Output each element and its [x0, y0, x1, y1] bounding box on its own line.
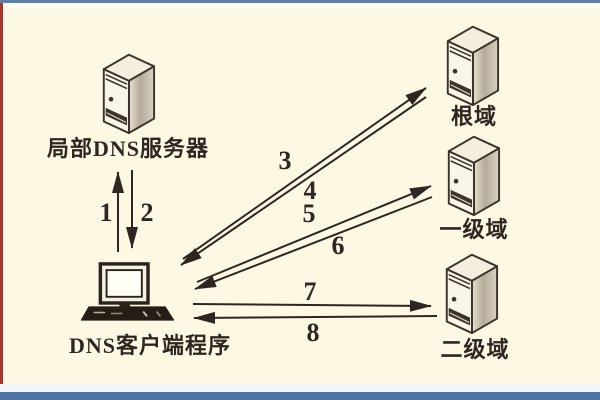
arrow-label-3: 3	[278, 146, 292, 175]
arrow-label-8: 8	[306, 318, 320, 347]
arrow-3	[182, 87, 427, 260]
arrow-label-1: 1	[99, 198, 113, 227]
bottom-blue-bar	[0, 392, 600, 400]
arrow-label-4: 4	[303, 176, 317, 205]
left-red-border	[0, 3, 3, 384]
dns-client-program-label: DNS客户端程序	[68, 333, 231, 358]
local-dns-server-label: 局部DNS服务器	[46, 136, 209, 161]
arrow-label-2: 2	[140, 198, 154, 227]
top-blue-border	[0, 0, 600, 3]
root-domain-server-icon	[436, 18, 506, 107]
top-light-strip	[0, 3, 600, 9]
second-level-domain-label: 二级域	[440, 337, 510, 362]
bottom-light-strip	[0, 384, 600, 392]
arrow-label-7: 7	[303, 277, 317, 306]
arrow-label-6: 6	[331, 231, 345, 260]
dns-client-computer-icon	[80, 262, 176, 323]
first-level-domain-label: 一级域	[439, 217, 509, 242]
arrow-label-5: 5	[302, 199, 316, 228]
second-level-domain-server-icon	[435, 246, 505, 335]
first-level-domain-server-icon	[437, 128, 507, 217]
local-dns-server-icon	[92, 46, 162, 135]
root-domain-label: 根域	[450, 104, 497, 129]
